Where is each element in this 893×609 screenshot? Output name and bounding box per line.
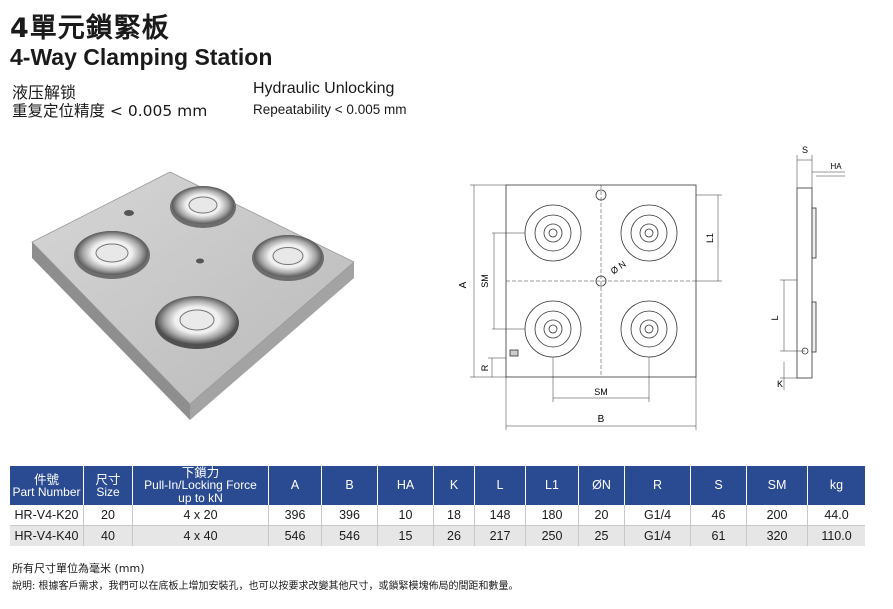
dim-ha: HA: [830, 162, 842, 171]
table-row: HR-V4-K40 40 4 x 40 546 546 15 26 217 25…: [10, 525, 865, 546]
table-row: HR-V4-K20 20 4 x 20 396 396 10 18 148 18…: [10, 505, 865, 526]
dim-r: R: [480, 364, 490, 371]
page-title-cn: 4單元鎖緊板: [10, 13, 170, 44]
col-kg: kg: [807, 466, 865, 505]
subtitle-unlocking-en: Hydraulic Unlocking: [253, 80, 395, 97]
module-back: [170, 186, 236, 228]
product-image: [31, 171, 355, 420]
subtitle-unlocking-cn: 液压解锁: [12, 83, 77, 102]
col-b: B: [321, 466, 378, 505]
dim-l1: L1: [705, 233, 715, 243]
col-sm: SM: [746, 466, 808, 505]
dim-sm-vertical: SM: [480, 274, 490, 288]
dim-sm-horizontal: SM: [594, 387, 608, 397]
dim-b: B: [598, 414, 605, 425]
page-title-en: 4-Way Clamping Station: [10, 44, 273, 70]
unit-note: 所有尺寸單位為毫米 (mm): [12, 562, 145, 575]
col-r: R: [624, 466, 691, 505]
dim-dn: Ø N: [609, 259, 628, 276]
module-left: [74, 231, 150, 279]
subtitle-repeatability-en: Repeatability < 0.005 mm: [253, 102, 407, 117]
dim-k: K: [777, 379, 783, 389]
col-l: L: [474, 466, 526, 505]
side-view-drawing: S HA L K: [770, 145, 845, 390]
module-right: [252, 235, 324, 281]
col-a: A: [268, 466, 322, 505]
dim-a: A: [458, 281, 469, 288]
col-dn: ØN: [578, 466, 625, 505]
col-l1: L1: [525, 466, 579, 505]
dim-s: S: [802, 145, 808, 155]
module-front: [155, 296, 239, 349]
col-k: K: [433, 466, 475, 505]
remark-note: 說明: 根據客戶需求，我們可以在底板上增加安裝孔，也可以按要求改變其他尺寸，或鎖…: [12, 581, 519, 592]
dim-l: L: [770, 315, 780, 320]
front-view-drawing: A SM SM B L1 R Ø N: [458, 184, 722, 430]
col-ha: HA: [377, 466, 434, 505]
subtitle-repeatability-cn: 重复定位精度 < 0.005 mm: [12, 102, 208, 120]
col-s: S: [690, 466, 747, 505]
